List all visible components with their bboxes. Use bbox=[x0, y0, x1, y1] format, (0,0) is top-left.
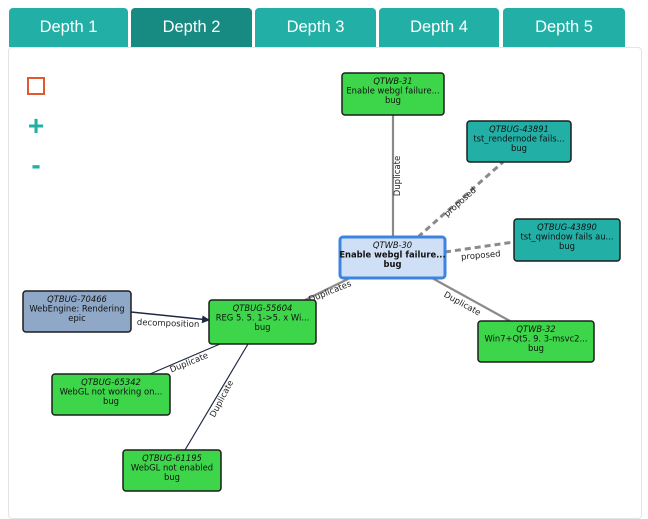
node-box bbox=[466, 120, 572, 163]
node-key: QTBUG-55604 bbox=[233, 303, 293, 313]
edge-label: decomposition bbox=[137, 318, 200, 330]
node-box bbox=[208, 299, 317, 345]
node-title: WebGL not working on... bbox=[60, 387, 163, 397]
node-key: QTWB-32 bbox=[516, 324, 555, 334]
graph-edge bbox=[444, 240, 515, 254]
node-title: Enable webgl failure... bbox=[346, 86, 439, 96]
node-title: REG 5. 5. 1->5. x Wi... bbox=[216, 313, 310, 323]
node-key: QTBUG-43891 bbox=[489, 124, 549, 134]
edge-label: Duplicate bbox=[169, 351, 210, 375]
graph-edge bbox=[304, 277, 351, 301]
dependency-graph: DuplicateproposedproposedDuplicateDuplic… bbox=[22, 72, 621, 492]
node-box bbox=[341, 72, 445, 116]
node-key: QTBUG-70466 bbox=[47, 294, 107, 304]
graph-edge bbox=[431, 277, 511, 322]
edge-label: Duplicate bbox=[393, 156, 403, 197]
node-type: bug bbox=[511, 143, 527, 153]
graph-edge bbox=[130, 311, 210, 324]
fit-view-icon[interactable] bbox=[27, 77, 45, 95]
tab-depth-2[interactable]: Depth 2 bbox=[131, 8, 252, 47]
node-box bbox=[338, 235, 447, 280]
node-key: QTBUG-61195 bbox=[142, 453, 202, 463]
node-type: bug bbox=[164, 472, 180, 482]
node-box bbox=[22, 290, 132, 333]
edge-label: Duplicate bbox=[208, 379, 236, 419]
node-title: tst_qwindow fails au... bbox=[520, 232, 613, 242]
node-title: Win7+Qt5. 9. 3-msvc2... bbox=[484, 334, 587, 344]
edge-label: proposed bbox=[443, 186, 479, 220]
tab-depth-5[interactable]: Depth 5 bbox=[503, 8, 625, 47]
graph-edge bbox=[149, 343, 221, 375]
tab-depth-1[interactable]: Depth 1 bbox=[9, 8, 128, 47]
node-key: QTWB-30 bbox=[373, 240, 412, 250]
tab-depth-3[interactable]: Depth 3 bbox=[255, 8, 376, 47]
node-box bbox=[477, 320, 595, 363]
node-type: bug bbox=[103, 396, 119, 406]
zoom-in-icon[interactable]: + bbox=[27, 110, 45, 141]
node-key: QTWB-31 bbox=[373, 76, 412, 86]
node-type: bug bbox=[559, 241, 575, 251]
node-key: QTBUG-43890 bbox=[537, 222, 597, 232]
node-type: bug bbox=[528, 343, 544, 353]
zoom-out-icon[interactable]: - bbox=[31, 149, 41, 180]
node-title: tst_rendernode fails... bbox=[473, 134, 564, 144]
node-box bbox=[122, 449, 222, 492]
node-box bbox=[51, 373, 171, 416]
tab-depth-4[interactable]: Depth 4 bbox=[379, 8, 499, 47]
graph-edge bbox=[417, 160, 504, 239]
node-type: bug bbox=[384, 259, 402, 269]
node-title: Enable webgl failure... bbox=[339, 250, 445, 260]
node-box bbox=[513, 218, 621, 262]
node-type: bug bbox=[255, 322, 271, 332]
node-title: WebGL not enabled bbox=[131, 463, 213, 473]
node-key: QTBUG-65342 bbox=[81, 377, 141, 387]
node-type: bug bbox=[385, 95, 401, 105]
edge-label: proposed bbox=[461, 249, 501, 262]
graph-edge bbox=[184, 343, 249, 451]
node-type: epic bbox=[68, 313, 86, 323]
node-title: WebEngine: Rendering bbox=[29, 304, 124, 314]
